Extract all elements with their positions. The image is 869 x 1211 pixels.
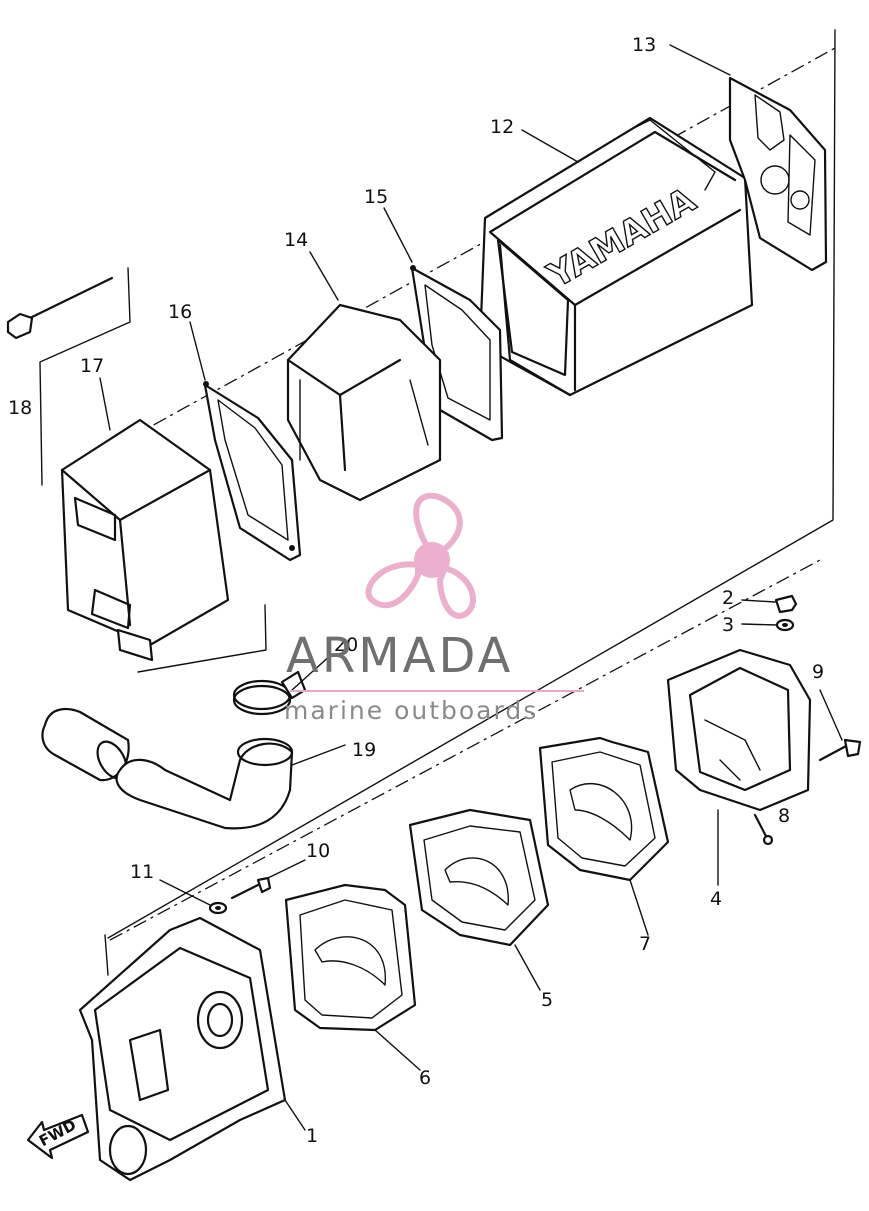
part-3-washer — [741, 618, 795, 632]
brand-underline — [290, 690, 584, 692]
part-7-gasket — [538, 736, 670, 936]
callout-18: 18 — [8, 397, 32, 419]
callout-5: 5 — [541, 989, 553, 1011]
part-9-bolt — [818, 689, 862, 762]
callout-8: 8 — [778, 805, 790, 827]
callout-12: 12 — [490, 116, 514, 138]
callout-17: 17 — [80, 355, 104, 377]
callout-15: 15 — [364, 186, 388, 208]
part-11-washer — [159, 879, 228, 915]
part-12-upper-cover: YAMAHA — [478, 116, 754, 397]
callout-9: 9 — [812, 661, 824, 683]
callout-1: 1 — [306, 1125, 318, 1147]
callout-labels: 1 2 3 4 5 6 7 8 9 10 11 12 13 14 15 16 1… — [8, 34, 824, 1147]
callout-leaders — [99, 44, 731, 766]
part-16-gasket — [203, 381, 302, 562]
callout-3: 3 — [722, 614, 734, 636]
part-4-housing — [666, 648, 812, 886]
part-6-gasket — [284, 883, 421, 1071]
part-14-silencer — [286, 303, 442, 502]
brand-tagline: marine outboards — [284, 696, 539, 725]
callout-10: 10 — [306, 840, 330, 862]
part-18-rod — [6, 276, 114, 340]
callout-19: 19 — [352, 739, 376, 761]
propeller-logo-icon — [365, 492, 476, 619]
part-17-lower-cover — [60, 418, 230, 662]
part-2-plug — [741, 594, 798, 614]
callout-14: 14 — [284, 229, 308, 251]
callout-4: 4 — [710, 888, 722, 910]
callout-20: 20 — [334, 634, 358, 656]
callout-6: 6 — [419, 1067, 431, 1089]
fwd-arrow-icon — [26, 1113, 90, 1160]
part-5-gasket — [408, 808, 550, 991]
part-1-lower-casing — [78, 916, 306, 1182]
part-10-bolt — [230, 859, 306, 900]
callout-13: 13 — [632, 34, 656, 56]
callout-16: 16 — [168, 301, 192, 323]
callout-2: 2 — [722, 587, 734, 609]
part-13-gasket-plate — [728, 76, 828, 272]
brand-name: ARMADA — [286, 628, 514, 684]
callout-7: 7 — [639, 933, 651, 955]
part-19-hoses — [41, 707, 294, 830]
part-8-bolt — [753, 813, 774, 846]
alignment-lines — [39, 29, 836, 976]
callout-11: 11 — [130, 861, 154, 883]
